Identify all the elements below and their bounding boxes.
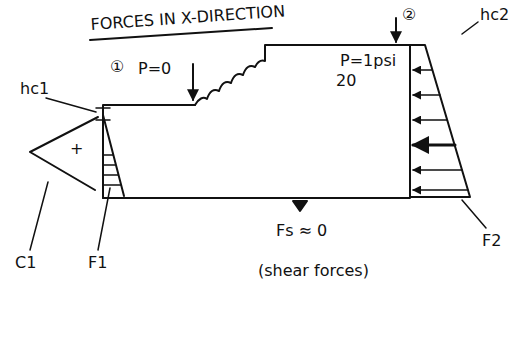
- force-label: F1: [88, 254, 107, 272]
- depth-label: hc2: [480, 6, 509, 24]
- note-label: (shear forces): [258, 262, 369, 280]
- hatch: [104, 155, 121, 185]
- leader-line: [30, 182, 48, 250]
- pressure-label: P=1psi: [340, 52, 396, 70]
- callout-number: ①: [110, 58, 124, 76]
- cv-outline: [103, 45, 410, 198]
- force-label: F2: [482, 232, 501, 250]
- hc1-ticks: [96, 108, 110, 120]
- cv-left: [103, 105, 195, 198]
- f2-distribution: [410, 45, 470, 197]
- depth-label: hc1: [20, 80, 49, 98]
- force-label: Fs ≈ 0: [276, 222, 327, 240]
- centroid-label: C1: [15, 254, 36, 272]
- shear-marker: [293, 201, 307, 211]
- pressure-arrow: [395, 18, 397, 42]
- pressure-label: P=0: [138, 60, 171, 78]
- leader-line: [46, 98, 96, 112]
- leader-line: [462, 22, 478, 34]
- c1-triangle: [30, 117, 98, 190]
- pressure-arrow: [192, 64, 194, 100]
- subscript-label: 20: [336, 72, 356, 90]
- sign-label: +: [70, 140, 83, 158]
- leader-line: [462, 200, 486, 228]
- callout-number: ②: [402, 6, 416, 24]
- f1-triangle: [103, 115, 124, 196]
- pressure-arrows: [413, 70, 468, 190]
- leader-line: [98, 188, 110, 250]
